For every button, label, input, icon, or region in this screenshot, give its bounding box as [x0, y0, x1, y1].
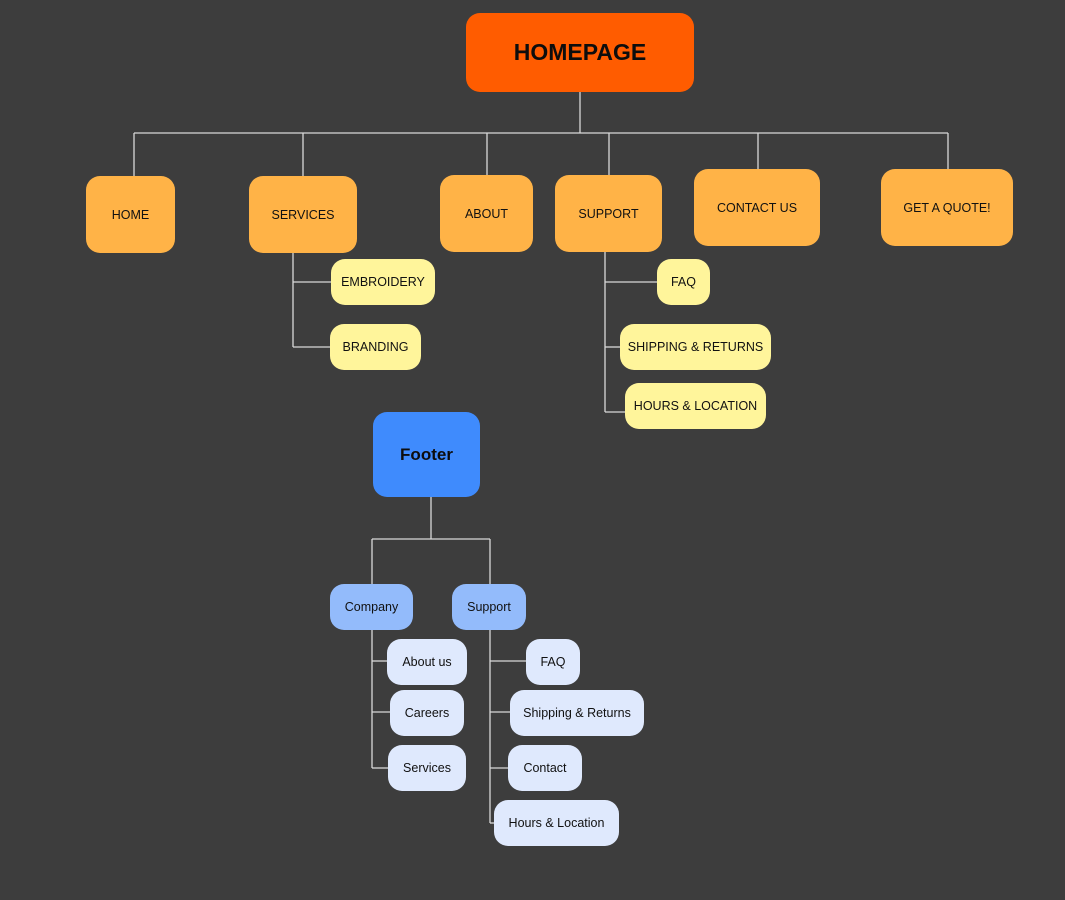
services-embroidery-node[interactable]: EMBROIDERY	[331, 259, 435, 305]
nav-quote-node[interactable]: GET A QUOTE!	[881, 169, 1013, 246]
footer-contact-node[interactable]: Contact	[508, 745, 582, 791]
homepage-node[interactable]: HOMEPAGE	[466, 13, 694, 92]
support-shipping-node[interactable]: SHIPPING & RETURNS	[620, 324, 771, 370]
nav-services-node[interactable]: SERVICES	[249, 176, 357, 253]
nav-home-node[interactable]: HOME	[86, 176, 175, 253]
nav-about-node[interactable]: ABOUT	[440, 175, 533, 252]
footer-faq-node[interactable]: FAQ	[526, 639, 580, 685]
footer-company-node[interactable]: Company	[330, 584, 413, 630]
services-branding-node[interactable]: BRANDING	[330, 324, 421, 370]
nav-contact-node[interactable]: CONTACT US	[694, 169, 820, 246]
footer-about-us-node[interactable]: About us	[387, 639, 467, 685]
footer-node[interactable]: Footer	[373, 412, 480, 497]
footer-shipping-node[interactable]: Shipping & Returns	[510, 690, 644, 736]
nav-support-node[interactable]: SUPPORT	[555, 175, 662, 252]
footer-support-node[interactable]: Support	[452, 584, 526, 630]
footer-careers-node[interactable]: Careers	[390, 690, 464, 736]
support-faq-node[interactable]: FAQ	[657, 259, 710, 305]
footer-hours-node[interactable]: Hours & Location	[494, 800, 619, 846]
support-hours-node[interactable]: HOURS & LOCATION	[625, 383, 766, 429]
footer-services-node[interactable]: Services	[388, 745, 466, 791]
